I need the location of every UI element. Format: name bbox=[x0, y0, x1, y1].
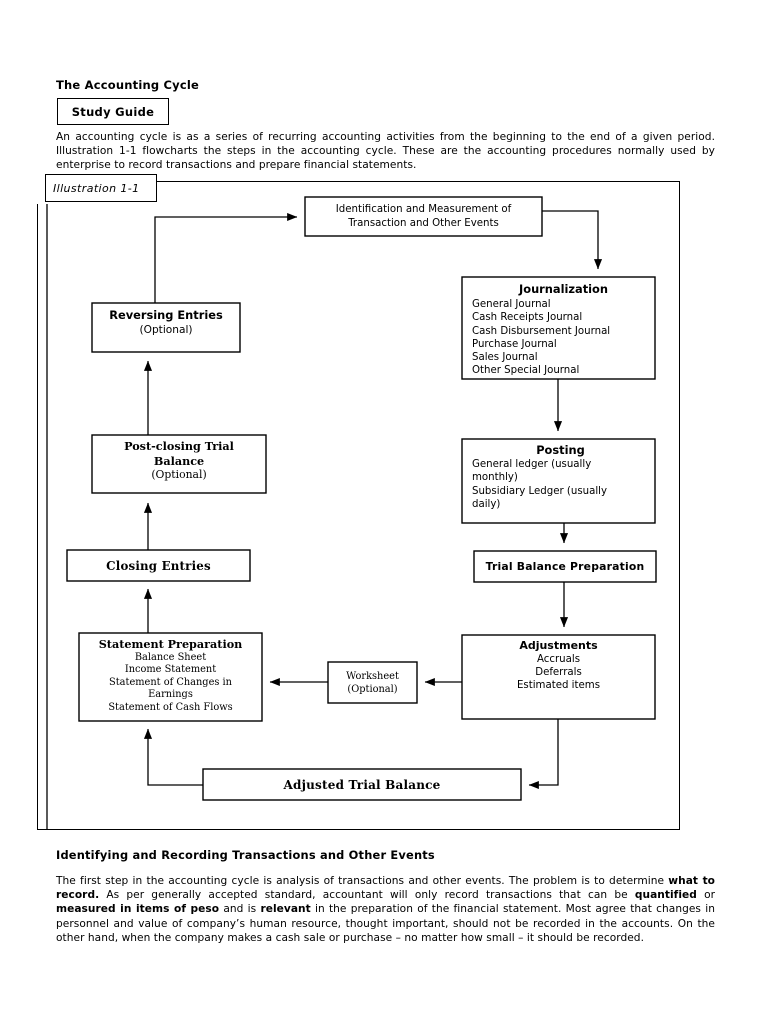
label-posting: Posting General ledger (usually monthly)… bbox=[462, 439, 655, 523]
body-bold-2: quantified bbox=[634, 889, 697, 902]
adjusted-trial-balance-title: Adjusted Trial Balance bbox=[283, 777, 441, 792]
statement-preparation-item: Income Statement bbox=[124, 664, 217, 676]
box-statement-preparation bbox=[78, 632, 263, 722]
box-closing-entries bbox=[66, 549, 251, 582]
label-journalization: Journalization General Journal Cash Rece… bbox=[462, 277, 655, 379]
reversing-entries-title: Reversing Entries bbox=[109, 308, 223, 322]
label-worksheet: Worksheet (Optional) bbox=[328, 662, 417, 703]
box-trial-balance-preparation bbox=[473, 550, 657, 583]
reversing-entries-subtitle: (Optional) bbox=[139, 324, 193, 336]
journalization-item: Other Special Journal bbox=[472, 365, 580, 377]
label-reversing-entries: Reversing Entries (Optional) bbox=[92, 303, 240, 352]
body-text-5: in the preparation of the financial stat… bbox=[56, 903, 715, 944]
worksheet-title: Worksheet bbox=[346, 670, 399, 682]
adjustments-item: Deferrals bbox=[535, 667, 582, 679]
label-closing-entries: Closing Entries bbox=[67, 550, 250, 581]
section-heading: Identifying and Recording Transactions a… bbox=[56, 848, 435, 862]
label-adjusted-trial-balance: Adjusted Trial Balance bbox=[203, 769, 521, 800]
journalization-item: General Journal bbox=[472, 299, 551, 310]
illustration-flowchart: Illustration 1-1 Identification and Meas… bbox=[35, 174, 680, 830]
page-title: The Accounting Cycle bbox=[56, 78, 199, 92]
body-text-2: As per generally accepted standard, acco… bbox=[99, 889, 635, 902]
adjustments-item: Estimated items bbox=[516, 680, 601, 692]
adjustments-title: Adjustments bbox=[519, 639, 598, 652]
identification-line1: Identification and Measurement of bbox=[335, 204, 512, 215]
body-text-1: The first step in the accounting cycle i… bbox=[56, 875, 669, 887]
label-adjustments: Adjustments Accruals Deferrals Estimated… bbox=[462, 635, 655, 719]
label-trial-balance-preparation: Trial Balance Preparation bbox=[474, 551, 656, 582]
body-bold-1: what to record. bbox=[56, 875, 716, 902]
edge-identification-journalization bbox=[542, 210, 603, 270]
box-reversing-entries bbox=[91, 302, 241, 353]
study-guide-badge: Study Guide bbox=[57, 98, 169, 125]
illustration-tab-label: Illustration 1-1 bbox=[53, 181, 140, 195]
statement-preparation-title: Statement Preparation bbox=[98, 637, 243, 651]
box-posting bbox=[461, 438, 656, 524]
identification-line2: Transaction and Other Events bbox=[348, 217, 499, 229]
statement-preparation-item: Balance Sheet bbox=[134, 651, 207, 663]
posting-item: General ledger (usually monthly) bbox=[472, 459, 592, 484]
trial-balance-preparation-title: Trial Balance Preparation bbox=[485, 560, 645, 573]
box-identification bbox=[304, 196, 543, 237]
posting-item: Subsidiary Ledger (usually daily) bbox=[472, 485, 608, 510]
intro-paragraph: An accounting cycle is as a series of re… bbox=[56, 131, 715, 172]
journalization-title: Journalization bbox=[519, 282, 608, 296]
edge-adjusted-trial-balance-statement bbox=[143, 728, 203, 786]
post-closing-trial-balance-subtitle: (Optional) bbox=[151, 468, 207, 481]
edge-reversing-identification bbox=[154, 212, 298, 303]
journalization-item: Cash Receipts Journal bbox=[472, 312, 583, 324]
posting-title: Posting bbox=[536, 443, 585, 457]
study-guide-label: Study Guide bbox=[71, 104, 155, 119]
body-bold-4: relevant bbox=[260, 903, 311, 916]
statement-preparation-item: Statement of Changes in Earnings bbox=[109, 676, 232, 701]
journalization-item: Sales Journal bbox=[472, 352, 538, 364]
box-post-closing-trial-balance bbox=[91, 434, 267, 494]
adjustments-item: Accruals bbox=[536, 654, 581, 665]
body-paragraph: The first step in the accounting cycle i… bbox=[56, 874, 715, 945]
label-post-closing-trial-balance: Post-closing Trial Balance (Optional) bbox=[92, 435, 266, 493]
worksheet-subtitle: (Optional) bbox=[347, 683, 398, 695]
journalization-item: Purchase Journal bbox=[472, 338, 557, 350]
post-closing-trial-balance-title: Post-closing Trial Balance bbox=[124, 439, 234, 468]
box-journalization bbox=[461, 276, 656, 380]
flowchart-connectors bbox=[46, 196, 657, 830]
label-identification: Identification and Measurement of Transa… bbox=[305, 197, 542, 236]
edge-adjustments-adjusted-trial-balance bbox=[528, 719, 559, 790]
body-text-3: or bbox=[696, 889, 716, 902]
illustration-tab: Illustration 1-1 bbox=[45, 174, 157, 202]
journalization-item: Cash Disbursement Journal bbox=[472, 325, 611, 337]
body-text-4: and is bbox=[219, 903, 261, 916]
statement-preparation-item: Statement of Cash Flows bbox=[108, 701, 233, 713]
label-statement-preparation: Statement Preparation Balance Sheet Inco… bbox=[79, 633, 262, 721]
body-bold-3: measured in items of peso bbox=[56, 903, 220, 916]
flowchart-border bbox=[37, 181, 680, 830]
closing-entries-title: Closing Entries bbox=[106, 558, 211, 573]
